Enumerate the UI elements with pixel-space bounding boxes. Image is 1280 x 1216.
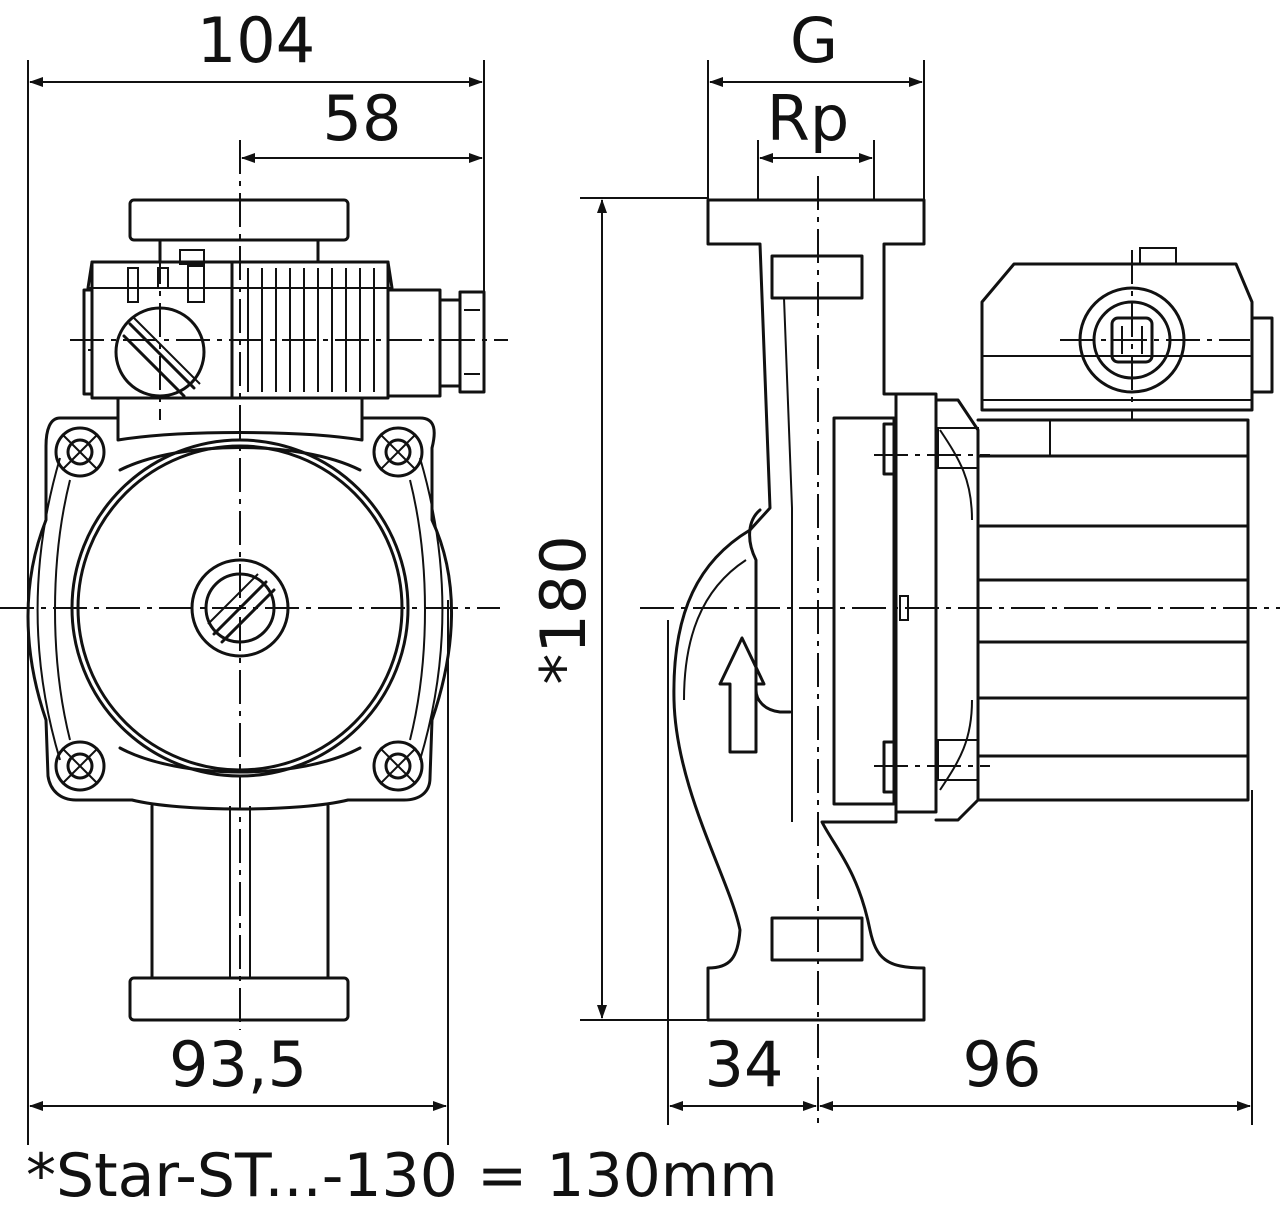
corner-screw-top-right bbox=[372, 426, 424, 478]
footnote: *Star-ST...-130 = 130mm bbox=[26, 1141, 778, 1211]
dim-side-right: 96 bbox=[963, 1028, 1042, 1101]
side-view bbox=[580, 60, 1280, 1125]
dim-install-length: *180 bbox=[527, 535, 600, 684]
dim-box-offset: 58 bbox=[323, 82, 402, 155]
terminal-box-fins bbox=[247, 268, 375, 392]
flow-direction-arrow bbox=[718, 636, 766, 754]
dimension-lines bbox=[29, 77, 1251, 1111]
side-terminal-box bbox=[980, 262, 1254, 412]
corner-screw-top-left bbox=[54, 426, 106, 478]
cable-gland bbox=[386, 288, 486, 398]
dim-overall-width: 104 bbox=[197, 4, 315, 77]
dim-housing-width: 93,5 bbox=[169, 1028, 307, 1101]
corner-screw-bottom-left bbox=[54, 740, 106, 792]
front-view bbox=[0, 60, 508, 1145]
dim-thread-outer: G bbox=[790, 4, 838, 77]
dim-side-left: 34 bbox=[705, 1028, 784, 1101]
corner-screw-bottom-right bbox=[372, 740, 424, 792]
dim-thread-inner: Rp bbox=[767, 82, 849, 155]
